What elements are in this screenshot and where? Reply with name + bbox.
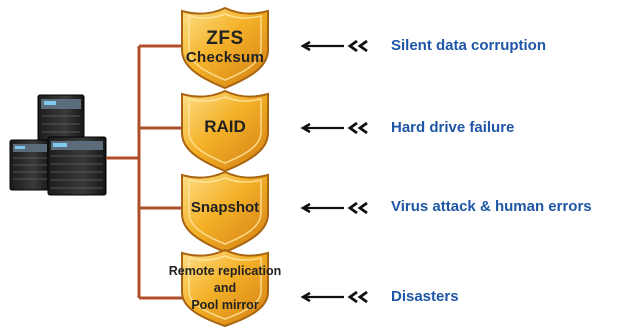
protection-label-line: RAID bbox=[204, 117, 246, 136]
protection-label-line: ZFS bbox=[206, 28, 244, 49]
nas-server-illustration bbox=[9, 94, 107, 196]
shield-remote-replication bbox=[181, 248, 269, 328]
threat-arrow-1 bbox=[300, 39, 368, 53]
shield-raid bbox=[181, 89, 269, 173]
protection-label-remote-replication: Remote replication and Pool mirror bbox=[150, 263, 300, 314]
tree-connector bbox=[106, 44, 184, 300]
protection-label-line: and bbox=[213, 281, 237, 295]
threat-label-disasters: Disasters bbox=[391, 288, 459, 305]
shield-zfs-checksum bbox=[181, 6, 269, 90]
threat-label-silent-data-corruption: Silent data corruption bbox=[391, 37, 547, 54]
threat-arrow-2 bbox=[300, 121, 368, 135]
threat-arrow-4 bbox=[300, 290, 368, 304]
threat-arrow-3 bbox=[300, 201, 368, 215]
protection-label-snapshot: Snapshot bbox=[150, 199, 300, 217]
protection-label-zfs-checksum: ZFS Checksum bbox=[150, 28, 300, 67]
protection-label-line: Pool mirror bbox=[191, 298, 259, 312]
threat-label-hard-drive-failure: Hard drive failure bbox=[391, 119, 515, 136]
protection-label-line: Snapshot bbox=[190, 199, 260, 216]
protection-label-line: Checksum bbox=[185, 49, 265, 66]
protection-label-raid: RAID bbox=[150, 118, 300, 136]
threat-label-virus-attack: Virus attack & human errors bbox=[391, 198, 592, 215]
protection-label-line: Remote replication bbox=[168, 264, 282, 278]
